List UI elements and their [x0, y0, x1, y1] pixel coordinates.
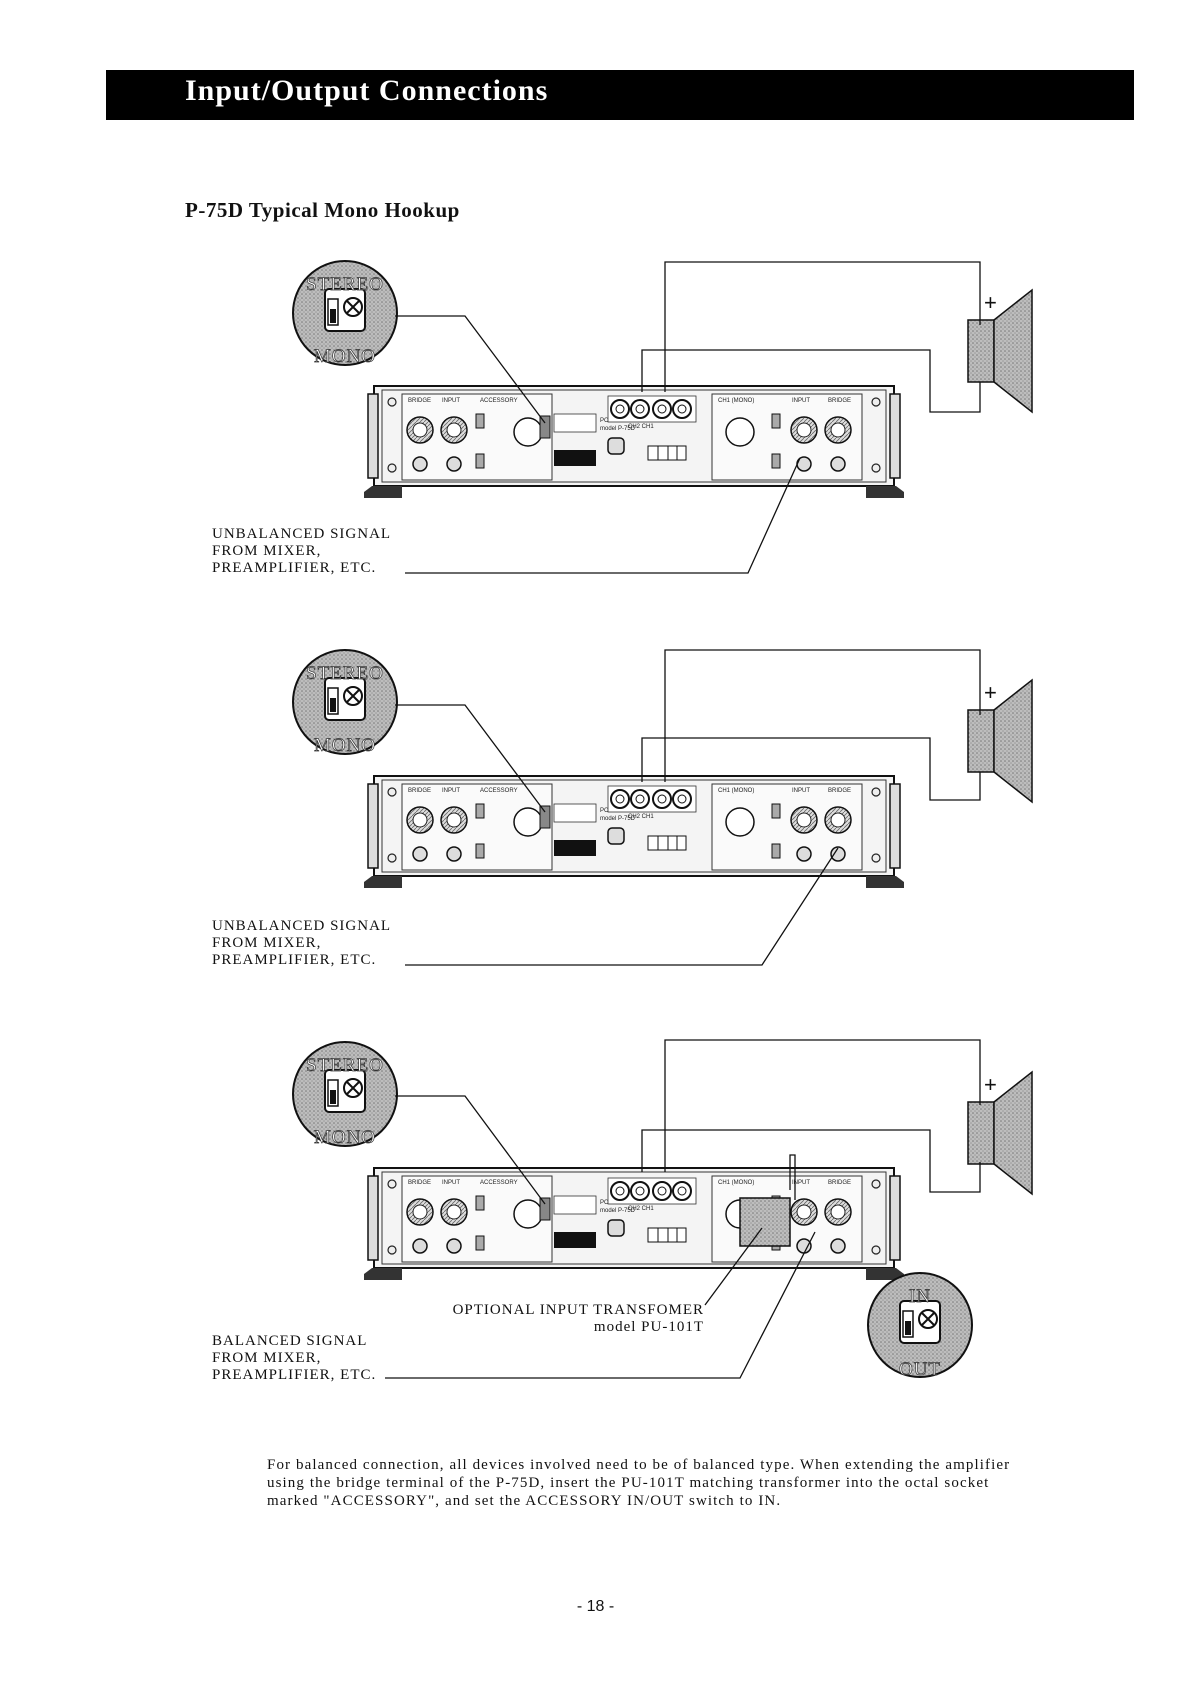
transformer-socket-icon	[739, 1197, 791, 1247]
switch-mono-label: MONO	[314, 346, 376, 367]
header-bar	[106, 70, 1134, 120]
switch-stereo-label: STEREO	[306, 1055, 384, 1076]
amplifier-rear-panel	[363, 385, 905, 499]
switch-stereo-label: STEREO	[306, 274, 384, 295]
switch-mono-label: MONO	[314, 1127, 376, 1148]
section-title: P-75D Typical Mono Hookup	[185, 198, 460, 222]
speaker-icon	[967, 679, 1033, 803]
switch-in-label: IN	[909, 1286, 931, 1307]
diagram-1: STEREO MONO	[292, 260, 1033, 574]
switch-out-label: OUT	[899, 1359, 941, 1380]
speaker-icon	[967, 289, 1033, 413]
diagram-2: STEREO MONO	[292, 649, 1033, 966]
page-number: - 18 -	[576, 1598, 615, 1615]
switch-mono-label: MONO	[314, 735, 376, 756]
body-paragraph: For balanced connection, all devices inv…	[267, 1457, 1011, 1509]
signal-source-label: BALANCED SIGNAL FROM MIXER, PREAMPLIFIER…	[212, 1333, 377, 1383]
diagram-3: STEREO MONO IN OUT	[292, 1039, 1033, 1380]
signal-source-label: UNBALANCED SIGNAL FROM MIXER, PREAMPLIFI…	[212, 526, 392, 576]
signal-source-label: UNBALANCED SIGNAL FROM MIXER, PREAMPLIFI…	[212, 918, 392, 968]
speaker-icon	[967, 1071, 1033, 1195]
switch-stereo-label: STEREO	[306, 663, 384, 684]
page-title: Input/Output Connections	[185, 74, 549, 107]
transformer-label: OPTIONAL INPUT TRANSFOMER model PU-101T	[452, 1302, 704, 1335]
amplifier-rear-panel	[363, 1167, 905, 1281]
